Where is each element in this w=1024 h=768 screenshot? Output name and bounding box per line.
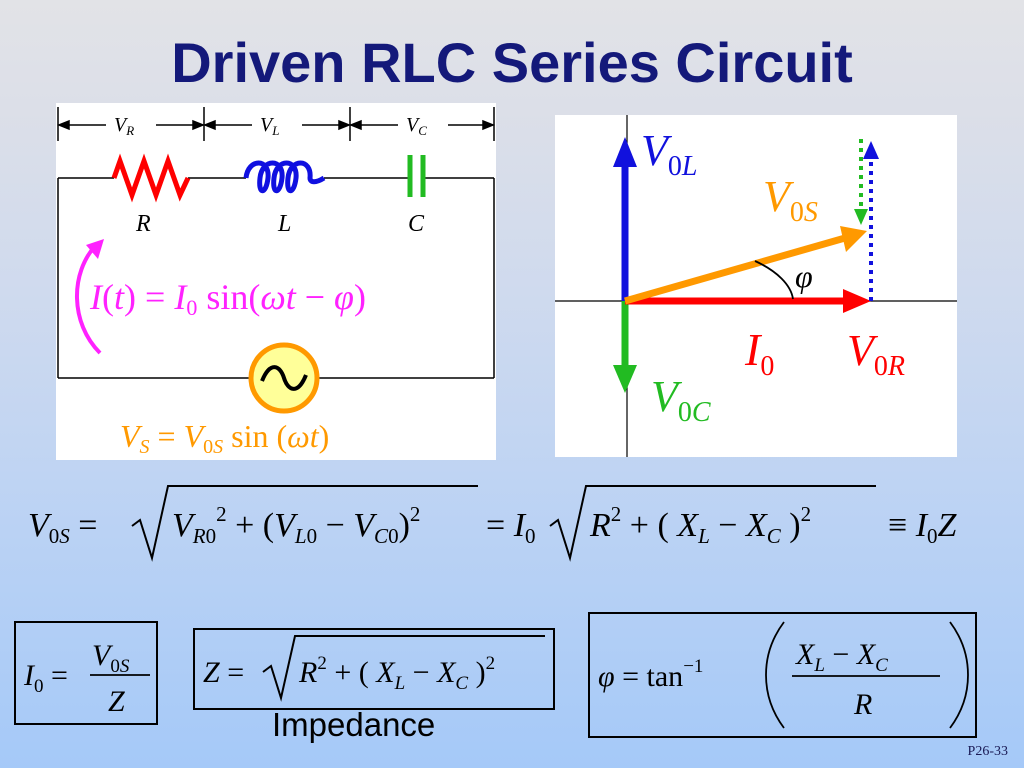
impedance-box: Z = R2 + ( XL − XC )2 bbox=[193, 628, 555, 710]
vr-label: VR bbox=[114, 114, 134, 138]
svg-text:I0 =: I0 = bbox=[23, 659, 68, 697]
resistor-label: R bbox=[135, 211, 151, 237]
svg-text:XL − XC: XL − XC bbox=[795, 638, 888, 676]
v0s-phasor bbox=[624, 234, 846, 305]
i0-label: I0 bbox=[744, 324, 774, 382]
svg-text:φ = tan−1: φ = tan−1 bbox=[598, 656, 703, 693]
slide-number: P26-33 bbox=[967, 744, 1008, 759]
impedance-formula: Z = R2 + ( XL − XC )2 bbox=[203, 635, 545, 702]
main-impedance-equation: V0S = VR02 + (VL0 − VC0)2 = I0 R2 + ( XL… bbox=[28, 485, 958, 562]
inductor-label: L bbox=[277, 211, 291, 237]
phasor-diagram: V0L V0S φ I0 V0R V0C bbox=[555, 115, 957, 457]
current-amplitude-box: I0 = V0S Z bbox=[14, 621, 158, 725]
v0r-label: V0R bbox=[847, 326, 905, 382]
sine-wave-icon bbox=[260, 365, 308, 391]
phi-angle-arc bbox=[754, 260, 794, 300]
slide-title: Driven RLC Series Circuit bbox=[171, 31, 853, 94]
phase-angle-formula: φ = tan−1 XL − XC R bbox=[598, 621, 969, 729]
v0s-label: V0S bbox=[763, 172, 818, 228]
capacitor-symbol bbox=[407, 155, 426, 197]
phasor-panel: V0L V0S φ I0 V0R V0C bbox=[555, 115, 957, 457]
source-equation: VS = V0S sin (ωt) bbox=[120, 418, 329, 458]
current-amplitude-formula: I0 = V0S Z bbox=[23, 639, 150, 718]
svg-text:= I0: = I0 bbox=[486, 507, 536, 548]
dimension-arrows bbox=[56, 107, 496, 141]
v0l-label: V0L bbox=[641, 126, 697, 182]
vc-label: VC bbox=[406, 114, 427, 138]
impedance-caption: Impedance bbox=[272, 706, 436, 743]
svg-text:R2 + ( XL − XC )2: R2 + ( XL − XC )2 bbox=[298, 653, 495, 694]
circuit-panel: VR VL VC R L C bbox=[56, 103, 496, 460]
circuit-wires bbox=[57, 177, 495, 379]
v0c-label: V0C bbox=[651, 372, 711, 428]
svg-text:R: R bbox=[853, 688, 872, 721]
phase-angle-box: φ = tan−1 XL − XC R bbox=[588, 612, 977, 738]
svg-text:≡ I0Z: ≡ I0Z bbox=[888, 507, 958, 548]
vl-label: VL bbox=[260, 114, 279, 138]
svg-text:R2 + ( XL − XC )2: R2 + ( XL − XC )2 bbox=[589, 502, 811, 548]
circuit-diagram: VR VL VC R L C bbox=[56, 107, 496, 458]
svg-text:VR02 + (VL0 − VC0)2: VR02 + (VL0 − VC0)2 bbox=[172, 502, 420, 548]
svg-text:Z =: Z = bbox=[203, 656, 244, 689]
resistor-symbol bbox=[111, 153, 191, 203]
current-equation: I(t) = I0 sin(ωt − φ) bbox=[89, 277, 366, 320]
svg-text:Z: Z bbox=[108, 685, 125, 718]
svg-text:V0S: V0S bbox=[92, 639, 130, 677]
current-direction-arrow bbox=[75, 243, 102, 355]
svg-text:V0S =: V0S = bbox=[28, 507, 97, 548]
inductor-symbol bbox=[243, 160, 326, 194]
capacitor-label: C bbox=[408, 211, 425, 237]
phi-label: φ bbox=[795, 258, 813, 294]
